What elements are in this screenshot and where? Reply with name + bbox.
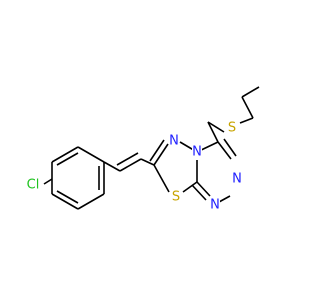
bond-lines	[43, 86, 260, 210]
atom-label-n: N	[210, 198, 220, 213]
atom-label-background	[24, 177, 42, 193]
atom-label-s: S	[228, 121, 236, 136]
atom-label-cl: Cl	[27, 178, 40, 193]
atom-n_a: N	[169, 133, 179, 149]
bond-s-propyl1	[239, 117, 254, 124]
atom-label-background	[210, 197, 220, 213]
bond-n5-c6-b	[149, 139, 165, 162]
atom-label-background	[171, 189, 181, 205]
bond-ring-vinyl	[103, 161, 121, 172]
atom-cl: Cl	[24, 177, 42, 193]
bond-n1-c7a-a	[196, 181, 211, 197]
bond-c3-n2-a	[217, 141, 232, 160]
atom-label-background	[192, 144, 202, 160]
atom-label-background	[232, 171, 242, 187]
bond-cl-c1	[43, 178, 53, 185]
atom-s_chain: S	[227, 120, 237, 136]
bond-vinyl-double-b	[116, 152, 139, 166]
bond-s-c7a	[182, 181, 198, 193]
bond-ring-inner-3	[56, 190, 79, 204]
atom-label-n: N	[192, 145, 202, 160]
bond-propyl1-propyl2	[241, 96, 254, 119]
atom-n_d: N	[210, 197, 220, 213]
atom-label-background	[169, 133, 179, 149]
bond-ring-5	[77, 193, 105, 210]
bond-n2-n1	[218, 195, 231, 203]
bond-ring-3	[77, 146, 105, 163]
atom-label-n: N	[232, 172, 242, 187]
bond-ch2-s	[207, 121, 225, 133]
bond-c3-ch2	[207, 121, 219, 143]
bond-n5-c6-a	[153, 143, 169, 166]
atom-label-background	[227, 120, 237, 136]
atom-n_c: N	[232, 171, 242, 187]
atom-n_b: N	[192, 144, 202, 160]
bond-c3-n2-b	[223, 138, 237, 157]
bond-vinyl-thiadiazole	[140, 158, 155, 166]
bond-propyl2-propyl3	[241, 86, 260, 98]
bond-c6-s	[153, 164, 170, 193]
bond-vinyl-double-a	[119, 158, 142, 172]
atom-s_ring: S	[171, 189, 181, 205]
bond-ring-inner-1	[56, 152, 79, 166]
bond-n1-c7a-b	[191, 184, 207, 201]
atom-label-s: S	[172, 190, 180, 205]
atom-label-n: N	[169, 134, 179, 149]
bond-ring-6	[51, 193, 79, 210]
bond-ring-2	[51, 146, 79, 163]
